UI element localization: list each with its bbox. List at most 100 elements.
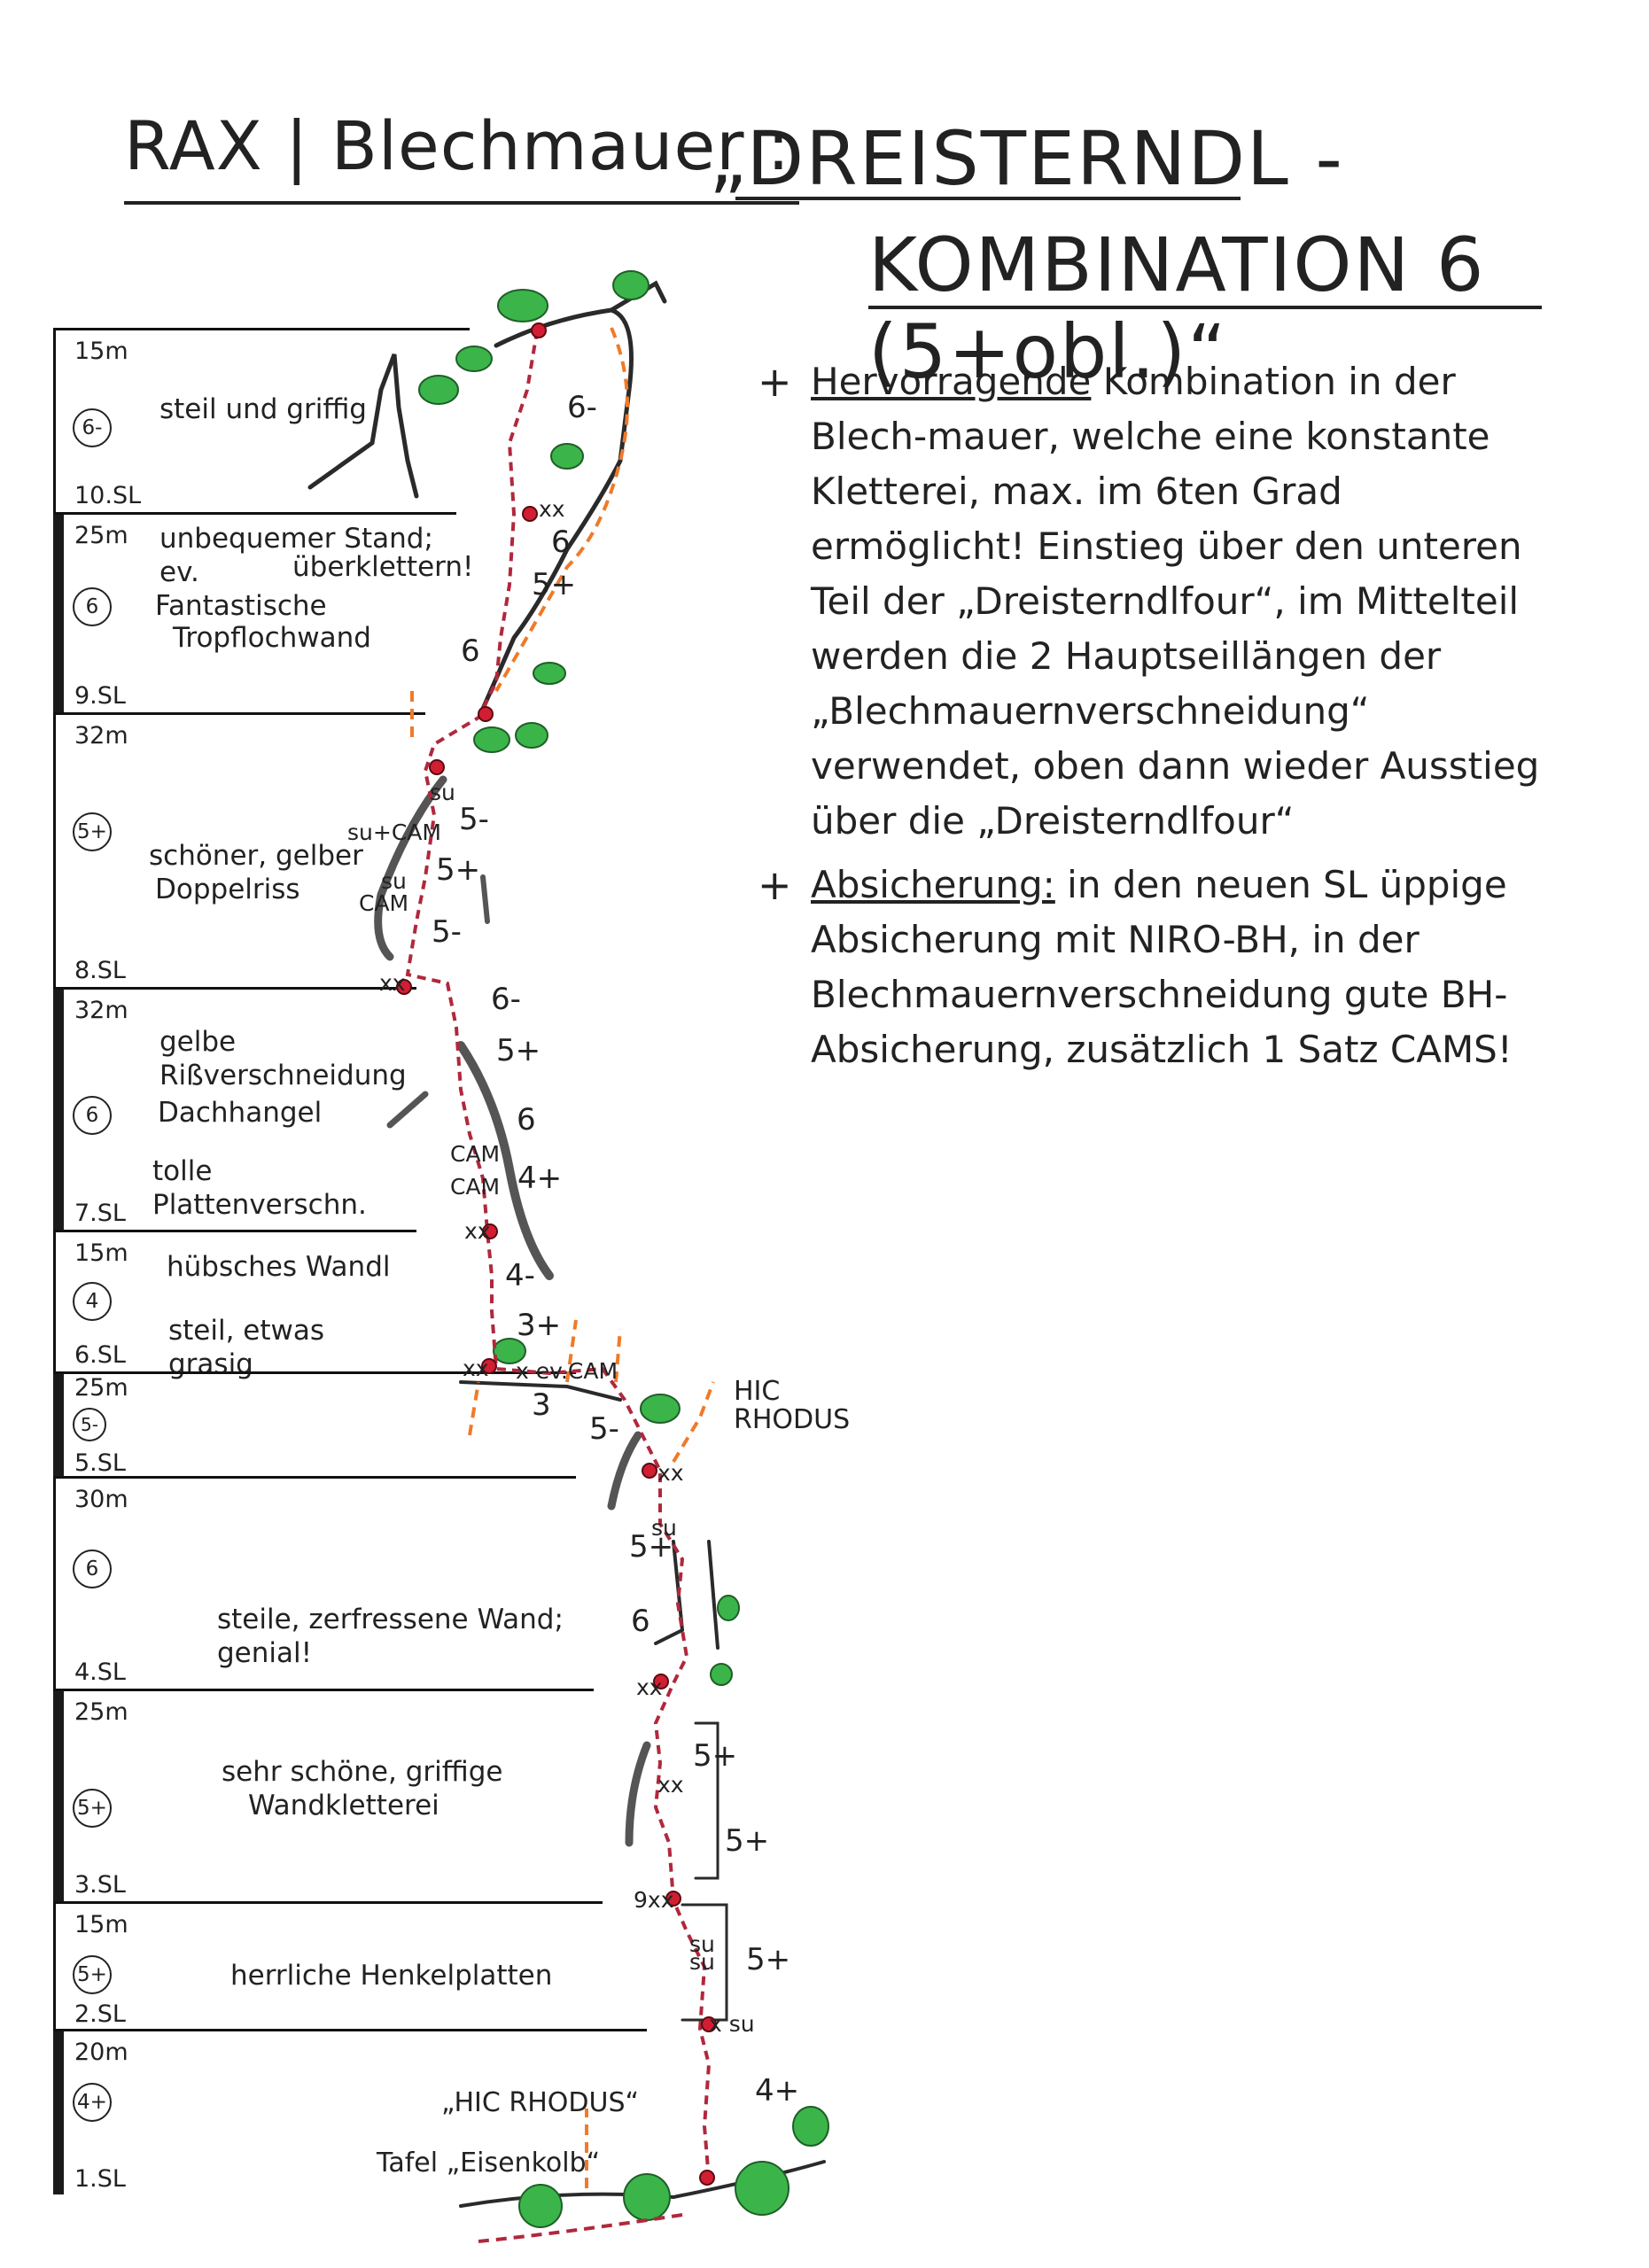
protection-label: su+CAM bbox=[347, 819, 441, 845]
location-underline bbox=[124, 201, 800, 205]
pitch-number: 10.SL bbox=[74, 482, 142, 509]
pitch-desc: steil, etwas grasig bbox=[168, 1315, 325, 1380]
pitch-grade: 6- bbox=[73, 408, 112, 447]
route-grade: 5+ bbox=[532, 567, 577, 602]
belay-icon bbox=[653, 1674, 669, 1689]
exit-path-top bbox=[494, 327, 629, 692]
pitch-desc: herrliche Henkelplatten bbox=[230, 1960, 553, 1992]
pitch-length: 25m bbox=[74, 522, 128, 549]
pitch-desc: unbequemer Stand; ev. bbox=[159, 523, 433, 588]
pitch-number: 2.SL bbox=[74, 2000, 126, 2028]
tree-icon bbox=[515, 722, 548, 749]
pitch-bar bbox=[53, 1691, 64, 1904]
pitch-length: 25m bbox=[74, 1374, 128, 1402]
tree-icon bbox=[717, 1595, 740, 1621]
note-bullet: + bbox=[758, 358, 792, 406]
protection-label: xx bbox=[657, 1772, 684, 1798]
tree-icon bbox=[640, 1394, 681, 1424]
pitch-bar bbox=[53, 515, 64, 715]
route-grade: 5+ bbox=[725, 1823, 770, 1859]
route-grade: 5+ bbox=[436, 852, 481, 888]
hic-rhodus-exit bbox=[672, 1381, 715, 1464]
trees bbox=[418, 270, 829, 2228]
route-grade: 4+ bbox=[517, 1161, 563, 1196]
pitch-number: 1.SL bbox=[74, 2165, 126, 2193]
pitch-bracket-3 bbox=[694, 1721, 719, 1880]
tree-icon bbox=[518, 2184, 563, 2228]
route-grade: 4- bbox=[505, 1258, 535, 1293]
pitch-2: 15m 5+ 2.SL herrliche Henkelplatten bbox=[53, 1901, 603, 2031]
route-grade: 6 bbox=[551, 524, 571, 560]
protection-label: su bbox=[651, 1515, 677, 1541]
pitch-desc: Dachhangel bbox=[158, 1097, 323, 1129]
pitch-grade: 5+ bbox=[73, 812, 112, 851]
protection-label: xx bbox=[657, 1460, 684, 1486]
pitch-length: 15m bbox=[74, 1239, 128, 1267]
protection-label: CAM bbox=[450, 1141, 501, 1167]
pitch-length: 25m bbox=[74, 1698, 128, 1726]
route-grade: 5- bbox=[589, 1411, 619, 1447]
pitch-4: 30m 6 4.SL steile, zerfressene Wand; gen… bbox=[53, 1476, 576, 1691]
belay-icon bbox=[481, 1358, 497, 1374]
rock-crack-7 bbox=[456, 1041, 554, 1280]
pitch-desc: überklettern! bbox=[292, 551, 474, 583]
start-sign: „HIC RHODUS“ bbox=[441, 2087, 640, 2118]
route-path bbox=[405, 336, 712, 2180]
pitch-bar bbox=[53, 1232, 66, 1374]
protection-label: x ev.CAM bbox=[516, 1358, 618, 1384]
route-grade: 6 bbox=[461, 633, 480, 669]
belay-icon bbox=[429, 759, 445, 775]
rock-pillar bbox=[654, 1540, 719, 1650]
pitch-length: 30m bbox=[74, 1486, 128, 1513]
note-description: + Hervorragende Kombination in der Blech… bbox=[758, 354, 1555, 849]
approach-path bbox=[478, 2213, 683, 2243]
belay-icon bbox=[701, 2016, 717, 2032]
pitch-length: 15m bbox=[74, 1911, 128, 1938]
exit-arrows-6 bbox=[468, 1319, 622, 1436]
pitch-grade: 6 bbox=[73, 587, 112, 626]
pitch-length: 32m bbox=[74, 997, 128, 1024]
route-notes: + Hervorragende Kombination in der Blech… bbox=[758, 354, 1555, 1086]
tree-icon bbox=[623, 2173, 671, 2221]
pitch-length: 32m bbox=[74, 722, 128, 750]
tree-icon bbox=[710, 1663, 733, 1686]
pitch-8: 32m 5+ 8.SL schöner, gelber Doppelriss bbox=[53, 712, 425, 990]
exit-paths bbox=[410, 327, 715, 2243]
pitch-desc: sehr schöne, griffige bbox=[222, 1756, 503, 1788]
pitch-number: 6.SL bbox=[74, 1341, 126, 1369]
note-bullet: + bbox=[758, 861, 792, 909]
pitch-1: 20m 4+ 1.SL bbox=[53, 2029, 647, 2194]
pitch-number: 8.SL bbox=[74, 957, 126, 984]
route-title-line1: „DREISTERNDL - bbox=[709, 115, 1344, 202]
pitch-grade: 5+ bbox=[73, 1955, 112, 1994]
pitch-bar bbox=[53, 715, 66, 990]
title-underline-2 bbox=[868, 306, 1542, 309]
pitch-grade: 5+ bbox=[73, 1789, 112, 1828]
rock-pinnacle bbox=[307, 353, 419, 499]
protection-label: x su bbox=[709, 2011, 755, 2037]
pitch-desc: tolle Plattenverschn. bbox=[152, 1155, 367, 1221]
route-grade: 4+ bbox=[755, 2073, 800, 2109]
pitch-desc: steil und griffig bbox=[159, 393, 367, 425]
rock-crack-8 bbox=[374, 775, 447, 961]
tree-icon bbox=[533, 662, 566, 685]
pitch-grade: 6 bbox=[73, 1096, 112, 1135]
rock-roof bbox=[386, 1091, 429, 1129]
rock-top bbox=[609, 280, 667, 313]
route-grade: 6 bbox=[517, 1102, 536, 1138]
belays bbox=[396, 322, 717, 2186]
rock-crack-3 bbox=[625, 1741, 651, 1847]
pitch-9: 25m 6 9.SL unbequemer Stand; ev. überkle… bbox=[53, 512, 473, 715]
protection-label: su bbox=[689, 1931, 715, 1957]
belay-icon bbox=[482, 1223, 498, 1239]
pitch-desc: gelbe Rißverschneidung bbox=[159, 1026, 407, 1091]
route-grade: 6 bbox=[631, 1604, 650, 1639]
pitch-bar bbox=[53, 1479, 66, 1691]
route-grade: 5- bbox=[459, 802, 489, 837]
pitch-6: 15m 4 6.SL hübsches Wandl steil, etwas g… bbox=[53, 1230, 416, 1380]
protection-label: xx bbox=[464, 1218, 491, 1244]
location-title: RAX | Blechmauer : bbox=[124, 106, 800, 205]
location-text: RAX | Blechmauer : bbox=[124, 106, 791, 185]
protection-label: su bbox=[430, 780, 455, 805]
